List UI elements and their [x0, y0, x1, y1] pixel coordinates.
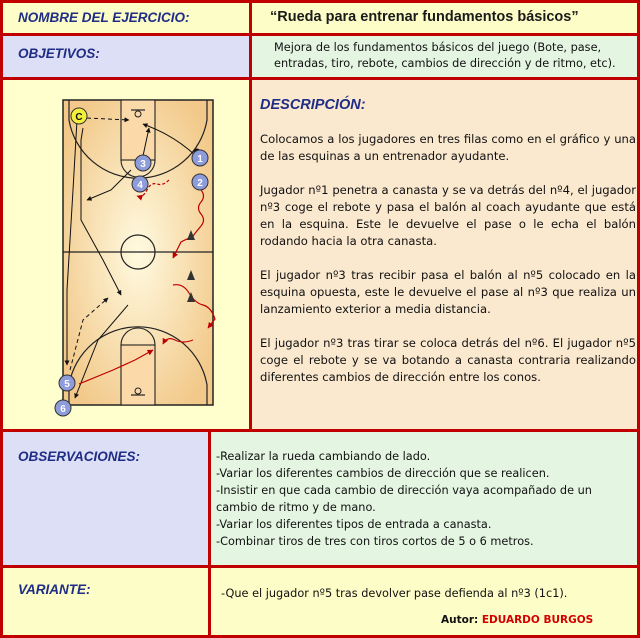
cone-icon: [187, 230, 195, 240]
player-marker-1: 1: [191, 149, 209, 167]
dribble-line-1: [172, 189, 205, 259]
rebound-line-3: [142, 127, 151, 157]
player-marker-6: 6: [54, 399, 72, 417]
coach-label: C: [75, 112, 82, 123]
diagram-cell: C 1 2 3 4 5: [3, 80, 249, 429]
observation-item: -Variar los diferentes tipos de entrada …: [216, 518, 492, 531]
key-bottom: [120, 344, 156, 406]
observation-item: -Insistir en que cada cambio de direcció…: [216, 484, 592, 514]
player-marker-2: 2: [191, 173, 209, 191]
grid-divider: [249, 3, 252, 429]
pass-line-5-to-3: [69, 297, 109, 371]
description-paragraph: El jugador nº3 tras tirar se coloca detr…: [260, 336, 636, 384]
center-circle: [120, 234, 156, 270]
description-paragraph: El jugador nº3 tras recibir pasa el baló…: [260, 268, 636, 316]
description-cell: DESCRIPCIÓN: Colocamos a los jugadores e…: [252, 80, 637, 429]
variant-label-cell: VARIANTE:: [3, 568, 208, 635]
pass-line-to-5: [80, 127, 122, 296]
player-label: 2: [197, 178, 203, 189]
three-point-arc-bottom: [68, 326, 208, 405]
move-3-to-corner: [86, 169, 132, 201]
run-line-3-to-6: [74, 304, 129, 399]
observations-list-cell: -Realizar la rueda cambiando de lado. -V…: [211, 432, 637, 565]
name-label: NOMBRE DEL EJERCICIO:: [18, 10, 190, 25]
player-label: 1: [197, 154, 203, 165]
grid-divider: [3, 429, 637, 432]
pass-line-coach: [86, 117, 130, 123]
description-body: Colocamos a los jugadores en tres filas …: [260, 131, 636, 386]
coach-marker: C: [70, 107, 88, 125]
variant-text-cell: -Que el jugador nº5 tras devolver pase d…: [211, 568, 637, 635]
description-paragraph: Colocamos a los jugadores en tres filas …: [260, 132, 636, 163]
key-top: [120, 99, 156, 161]
dribble-line-3: [136, 179, 170, 201]
player-label: 3: [140, 159, 146, 170]
dribble-line-rebound: [162, 337, 194, 345]
player-marker-4: 4: [131, 175, 149, 193]
cut-line-1: [142, 123, 196, 156]
dribble-line-6: [172, 284, 216, 329]
description-label: DESCRIPCIÓN:: [260, 97, 366, 113]
player-label: 6: [60, 404, 66, 415]
player-marker-3: 3: [134, 154, 152, 172]
grid-divider: [208, 432, 211, 635]
title-cell: “Rueda para entrenar fundamentos básicos…: [252, 3, 637, 33]
dribble-line-5: [78, 349, 154, 385]
grid-divider: [3, 565, 637, 568]
author-line: Autor: EDUARDO BURGOS: [441, 614, 593, 626]
observations-label: OBSERVACIONES:: [18, 449, 141, 464]
description-paragraph: Jugador nº1 penetra a canasta y se va de…: [260, 183, 636, 248]
player-label: 5: [64, 379, 70, 390]
name-label-cell: NOMBRE DEL EJERCICIO:: [3, 3, 249, 33]
exercise-title: “Rueda para entrenar fundamentos básicos…: [270, 9, 579, 25]
free-throw-arc-bottom: [120, 327, 156, 346]
rim-bottom: [134, 387, 142, 395]
variant-text: -Que el jugador nº5 tras devolver pase d…: [221, 587, 568, 600]
cone-icon: [187, 292, 195, 302]
objectives-label: OBJETIVOS:: [18, 46, 100, 61]
long-pass-line: [64, 119, 78, 366]
objectives-label-cell: OBJETIVOS:: [3, 36, 249, 77]
grid-divider: [3, 77, 637, 80]
observation-item: -Realizar la rueda cambiando de lado.: [216, 450, 431, 463]
observations-list: -Realizar la rueda cambiando de lado. -V…: [216, 448, 634, 550]
variant-label: VARIANTE:: [18, 582, 91, 597]
grid-divider: [3, 33, 637, 36]
author-label: Autor:: [441, 614, 479, 626]
observation-item: -Variar los diferentes cambios de direcc…: [216, 467, 550, 480]
court-diagram: C 1 2 3 4 5: [54, 99, 216, 417]
rim-top: [134, 110, 142, 118]
observations-label-cell: OBSERVACIONES:: [3, 432, 208, 565]
objectives-text-cell: Mejora de los fundamentos básicos del ju…: [252, 36, 637, 77]
author-name: EDUARDO BURGOS: [481, 614, 594, 626]
cone-icon: [187, 270, 195, 280]
objectives-text: Mejora de los fundamentos básicos del ju…: [274, 41, 616, 70]
observation-item: -Combinar tiros de tres con tiros cortos…: [216, 535, 534, 548]
player-label: 4: [137, 180, 143, 191]
player-marker-5: 5: [58, 374, 76, 392]
